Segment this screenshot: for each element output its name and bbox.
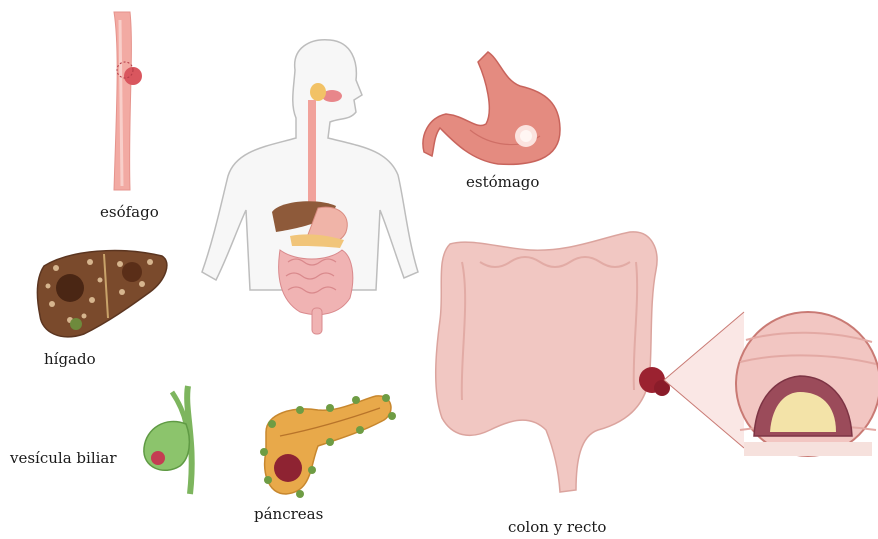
liver-illustration [37, 251, 167, 337]
liver-label: hígado [44, 350, 96, 368]
pancreas-label: páncreas [254, 505, 323, 523]
colon-illustration [436, 232, 670, 492]
colon-label: colon y recto [508, 518, 606, 536]
pancreas-illustration [260, 394, 396, 498]
stomach-illustration [423, 52, 560, 164]
stomach-label: estómago [466, 173, 539, 191]
gallbladder-label: vesícula biliar [10, 449, 117, 467]
human-body-illustration [202, 40, 418, 334]
stomach-tumor [515, 125, 537, 147]
colon-tumor-zoom-inset [664, 312, 878, 456]
esophagus-label: esófago [100, 203, 159, 221]
pancreas-tumor [274, 454, 302, 482]
gallbladder-illustration [144, 386, 192, 494]
esophagus-illustration [114, 12, 142, 190]
gallbladder-tumor [151, 451, 165, 465]
